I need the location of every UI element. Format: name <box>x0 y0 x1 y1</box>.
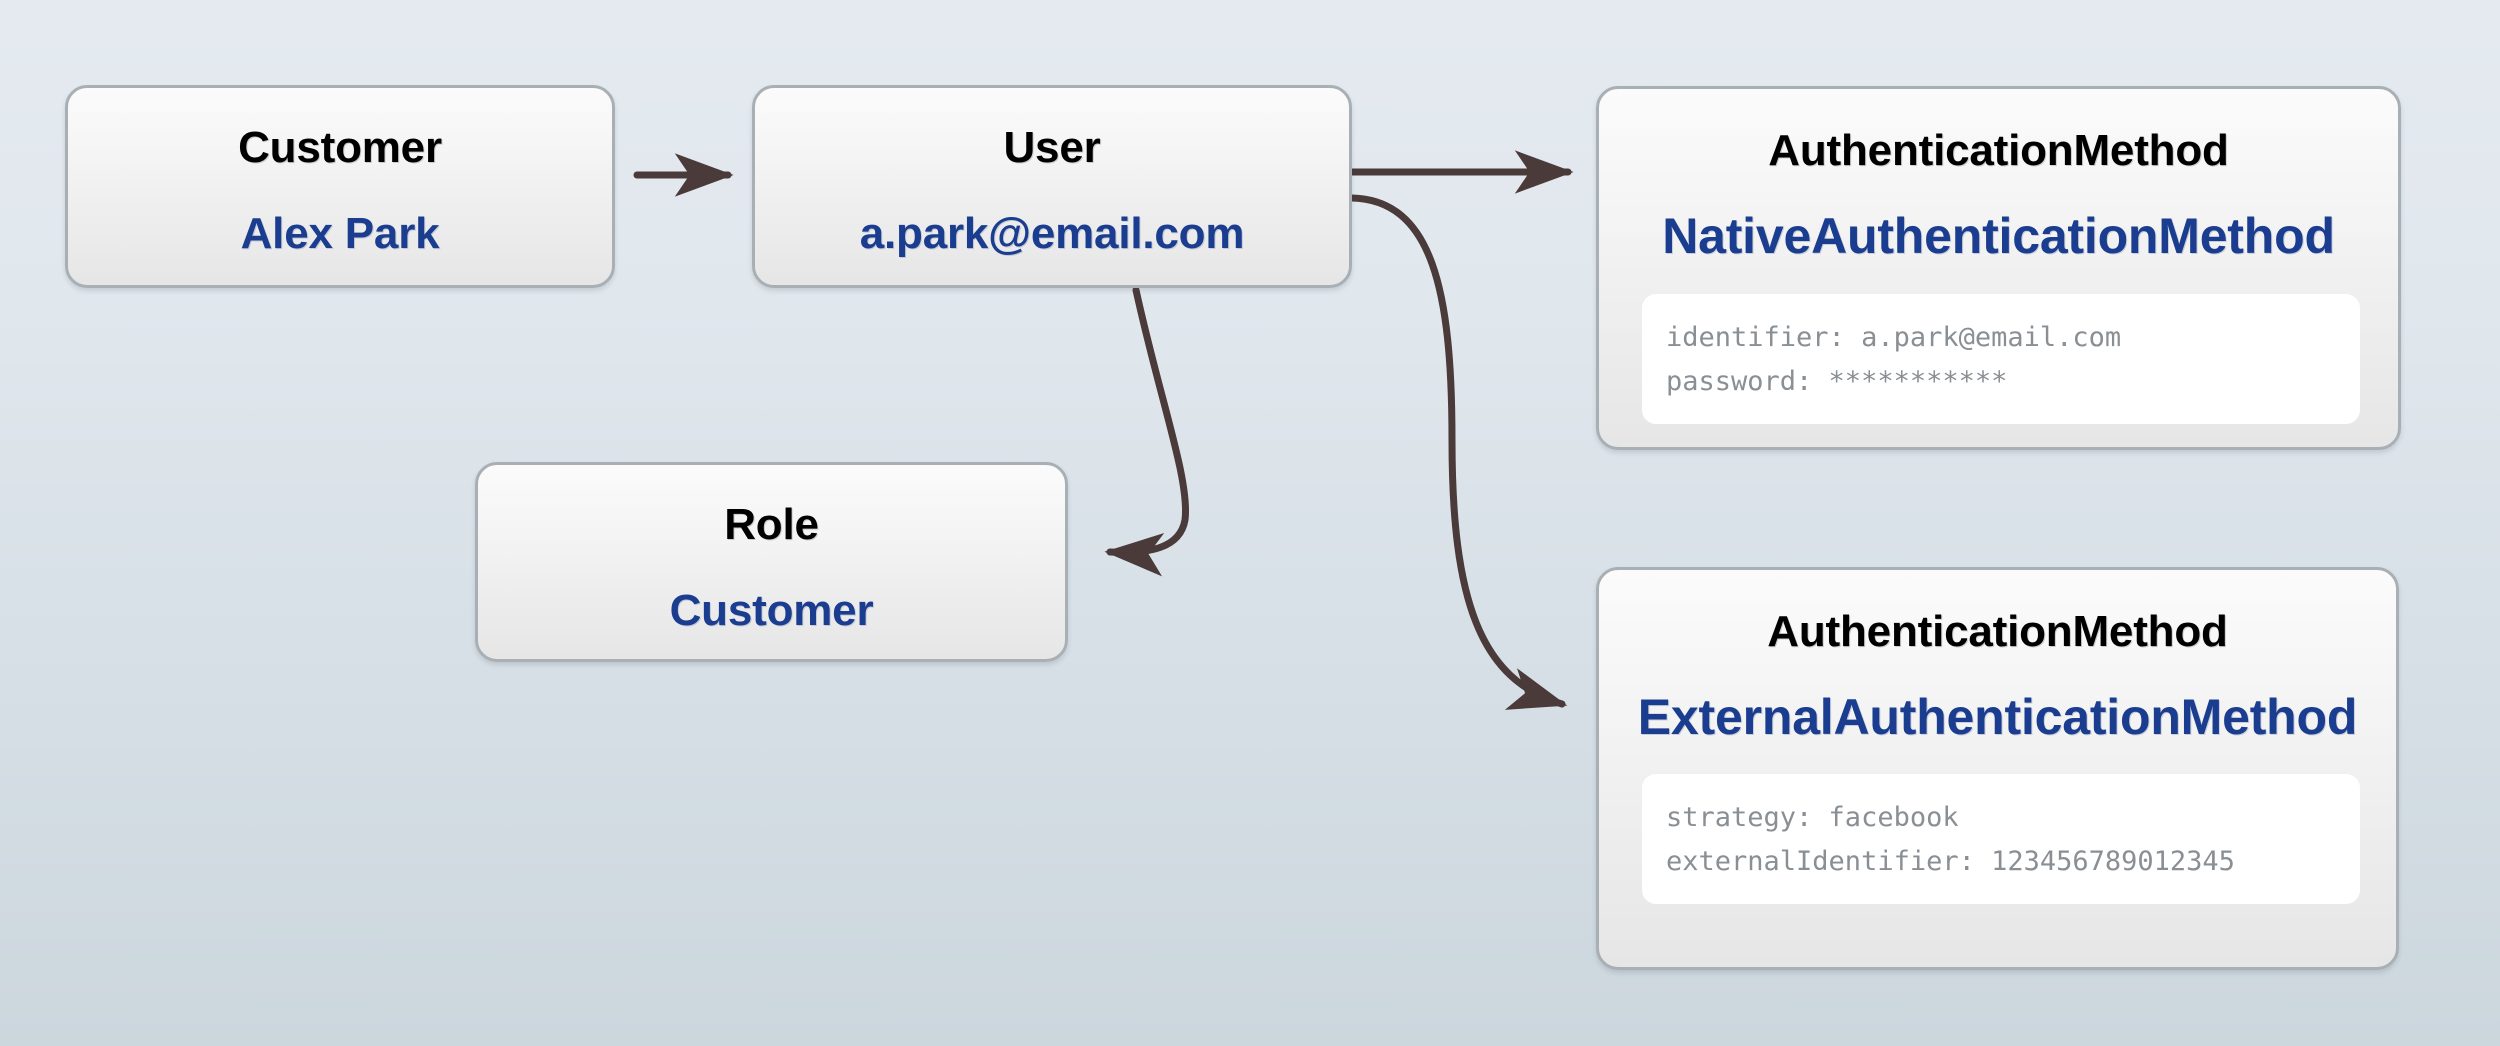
node-role-type: Role <box>724 500 819 549</box>
node-customer[interactable]: Customer Alex Park <box>65 85 615 288</box>
node-native-authentication-method[interactable]: AuthenticationMethod NativeAuthenticatio… <box>1596 86 2401 450</box>
node-native-auth-type: AuthenticationMethod <box>1768 126 2229 175</box>
node-external-auth-type: AuthenticationMethod <box>1767 607 2228 656</box>
node-user-type: User <box>1003 123 1101 172</box>
node-customer-type: Customer <box>238 123 442 172</box>
node-role[interactable]: Role Customer <box>475 462 1068 662</box>
node-role-value: Customer <box>669 586 874 635</box>
node-native-auth-value: NativeAuthenticationMethod <box>1662 208 2335 264</box>
edge-user-to-role <box>1104 286 1190 577</box>
edge-user-to-external-auth <box>1348 194 1568 710</box>
node-external-authentication-method[interactable]: AuthenticationMethod ExternalAuthenticat… <box>1596 567 2399 970</box>
node-customer-value: Alex Park <box>240 209 440 258</box>
node-user-value: a.park@email.com <box>859 209 1245 258</box>
node-external-auth-value: ExternalAuthenticationMethod <box>1637 689 2358 745</box>
node-external-auth-attributes: strategy: facebook externalIdentifier: 1… <box>1642 774 2360 904</box>
node-user[interactable]: User a.park@email.com <box>752 85 1352 288</box>
node-native-auth-attributes: identifier: a.park@email.com password: *… <box>1642 294 2360 424</box>
